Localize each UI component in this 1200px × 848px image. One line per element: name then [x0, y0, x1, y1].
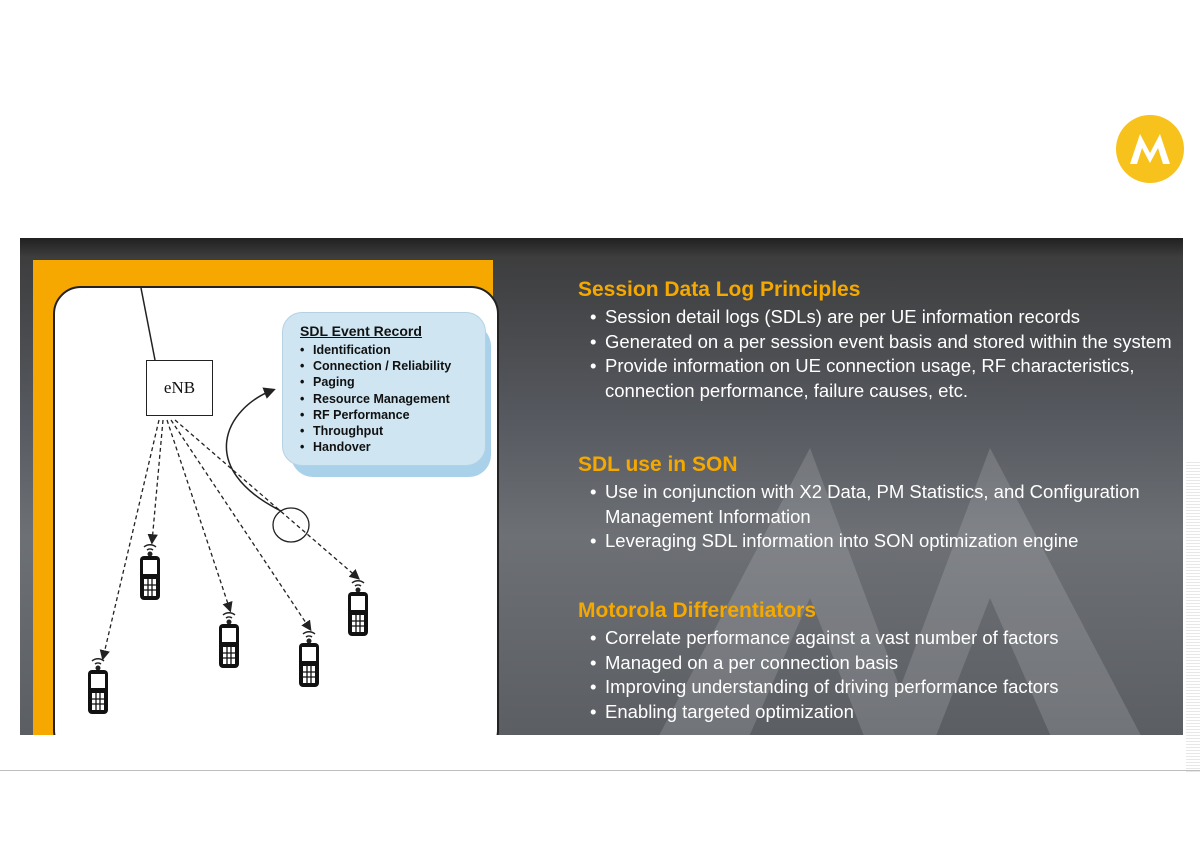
diagram-connections: [87, 288, 369, 715]
mobile-phone-icon: [87, 657, 109, 715]
bullet-item: Improving understanding of driving perfo…: [578, 675, 1059, 700]
slide-title-bar: [20, 238, 1183, 256]
sdl-card-list: Identification Connection / Reliability …: [300, 342, 451, 455]
enb-label: eNB: [163, 378, 196, 397]
sdl-item: RF Performance: [300, 407, 451, 423]
sdl-item: Resource Management: [300, 391, 451, 407]
motorola-logo-icon: [1116, 115, 1184, 183]
bullet-list: Use in conjunction with X2 Data, PM Stat…: [578, 480, 1178, 554]
bullet-item: Generated on a per session event basis a…: [578, 330, 1178, 355]
sdl-event-record-card: SDL Event Record Identification Connecti…: [282, 312, 486, 466]
diagram-frame: eNB SDL Event Record Identification Conn…: [33, 260, 499, 735]
sdl-item: Paging: [300, 374, 451, 390]
side-dot-pattern: [1186, 462, 1200, 772]
sdl-item: Identification: [300, 342, 451, 358]
section-heading: Session Data Log Principles: [578, 278, 861, 301]
bullet-item: Use in conjunction with X2 Data, PM Stat…: [578, 480, 1178, 529]
mobile-phone-icon: [218, 611, 240, 669]
sdl-item: Connection / Reliability: [300, 358, 451, 374]
bullet-item: Session detail logs (SDLs) are per UE in…: [578, 305, 1178, 330]
slide-panel: eNB SDL Event Record Identification Conn…: [20, 238, 1183, 735]
network-diagram: eNB SDL Event Record Identification Conn…: [53, 286, 499, 735]
section-motorola-differentiators: Motorola Differentiators Correlate perfo…: [578, 599, 1059, 724]
sdl-card-title: SDL Event Record: [300, 323, 422, 339]
section-heading: Motorola Differentiators: [578, 599, 817, 622]
section-heading: SDL use in SON: [578, 453, 738, 476]
sdl-item: Throughput: [300, 423, 451, 439]
mobile-phone-icon: [347, 579, 369, 637]
mobile-phone-icon: [139, 543, 161, 601]
section-sdl-principles: Session Data Log Principles Session deta…: [578, 278, 1178, 403]
bullet-list: Session detail logs (SDLs) are per UE in…: [578, 305, 1178, 403]
bullet-item: Provide information on UE connection usa…: [578, 354, 1178, 403]
section-sdl-son: SDL use in SON Use in conjunction with X…: [578, 453, 1178, 554]
sdl-item: Handover: [300, 439, 451, 455]
bullet-item: Correlate performance against a vast num…: [578, 626, 1059, 651]
mobile-phone-icon: [298, 630, 320, 688]
enb-node: eNB: [146, 360, 213, 416]
bullet-item: Enabling targeted optimization: [578, 700, 1059, 725]
bullet-item: Leveraging SDL information into SON opti…: [578, 529, 1178, 554]
bullet-list: Correlate performance against a vast num…: [578, 626, 1059, 724]
bullet-item: Managed on a per connection basis: [578, 651, 1059, 676]
bottom-divider: [0, 770, 1200, 771]
